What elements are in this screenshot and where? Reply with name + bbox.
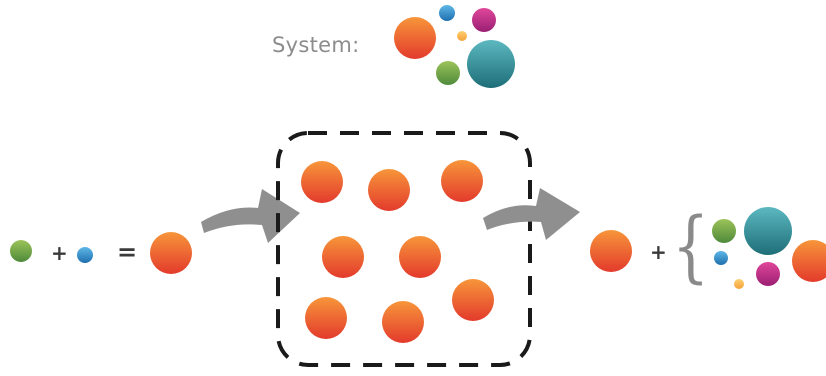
env-blue-particle <box>714 251 728 265</box>
system-particle-group <box>394 5 515 88</box>
system-teal-particle <box>467 40 515 88</box>
curved-arrow-2-icon <box>483 188 580 240</box>
product-orange-particle <box>150 232 192 274</box>
ensemble-particle <box>382 301 424 343</box>
env-green-particle <box>712 219 736 243</box>
dashed-ensemble-box <box>276 131 532 367</box>
result-orange-particle <box>590 230 632 272</box>
env-teal-particle <box>744 207 792 255</box>
equals-sign: = <box>117 238 138 266</box>
left-curly-brace-icon: { <box>672 202 710 292</box>
env-magenta-particle <box>756 262 780 286</box>
env-orange-particle <box>792 240 826 282</box>
environment-particle-group <box>712 207 826 289</box>
ensemble-particle <box>305 297 347 339</box>
curved-arrow-1-icon <box>201 189 300 243</box>
system-yellow-particle <box>457 31 467 41</box>
ensemble-particle <box>399 236 441 278</box>
reactant-blue-particle <box>77 247 93 263</box>
reactant-green-particle <box>10 240 32 262</box>
env-yellow-particle <box>734 279 744 289</box>
ensemble-particle <box>322 236 364 278</box>
system-green-particle <box>436 61 460 85</box>
ensemble-particle <box>368 169 410 211</box>
system-orange-particle <box>394 17 436 59</box>
system-label: System: <box>272 33 360 57</box>
ensemble-particle <box>441 160 483 202</box>
ensemble-particle <box>301 161 343 203</box>
system-blue-particle <box>439 5 455 21</box>
plus-sign-right: + <box>650 240 667 264</box>
ensemble-particle <box>452 279 494 321</box>
system-magenta-particle <box>472 8 496 32</box>
plus-sign-left: + <box>51 241 68 265</box>
ensemble-particles <box>301 160 494 343</box>
